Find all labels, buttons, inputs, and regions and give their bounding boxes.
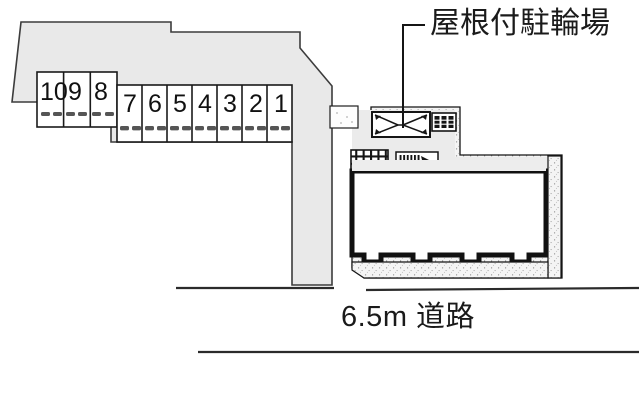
bicycle-rack-arrowheads bbox=[375, 115, 427, 134]
road-area bbox=[176, 286, 640, 354]
land-parcel bbox=[11, 21, 333, 286]
road-edge-upper-right bbox=[365, 286, 640, 292]
parking-row-lower-outline bbox=[116, 84, 293, 143]
parking-row-lower bbox=[116, 84, 293, 143]
parking-row-upper bbox=[36, 71, 118, 128]
meter-cell bbox=[448, 116, 454, 128]
covered-bicycle-parking bbox=[371, 111, 431, 138]
utility-pad-dots bbox=[336, 112, 353, 124]
meter-box bbox=[431, 112, 457, 132]
meter-cell bbox=[441, 116, 447, 128]
corridor-band bbox=[352, 160, 546, 171]
wheel-stops-upper bbox=[41, 112, 114, 116]
lot-boundary-shape bbox=[11, 21, 333, 286]
utility-pad bbox=[329, 105, 359, 129]
right-wall-band bbox=[547, 155, 562, 279]
meter-cell bbox=[434, 116, 440, 128]
bicycle-parking-leader-line bbox=[402, 24, 425, 128]
wheel-stops-lower bbox=[120, 126, 290, 131]
bottom-apron-band bbox=[351, 261, 549, 279]
building-footprint bbox=[349, 168, 549, 265]
building-block bbox=[329, 105, 563, 279]
parking-row-upper-outline bbox=[36, 71, 118, 128]
